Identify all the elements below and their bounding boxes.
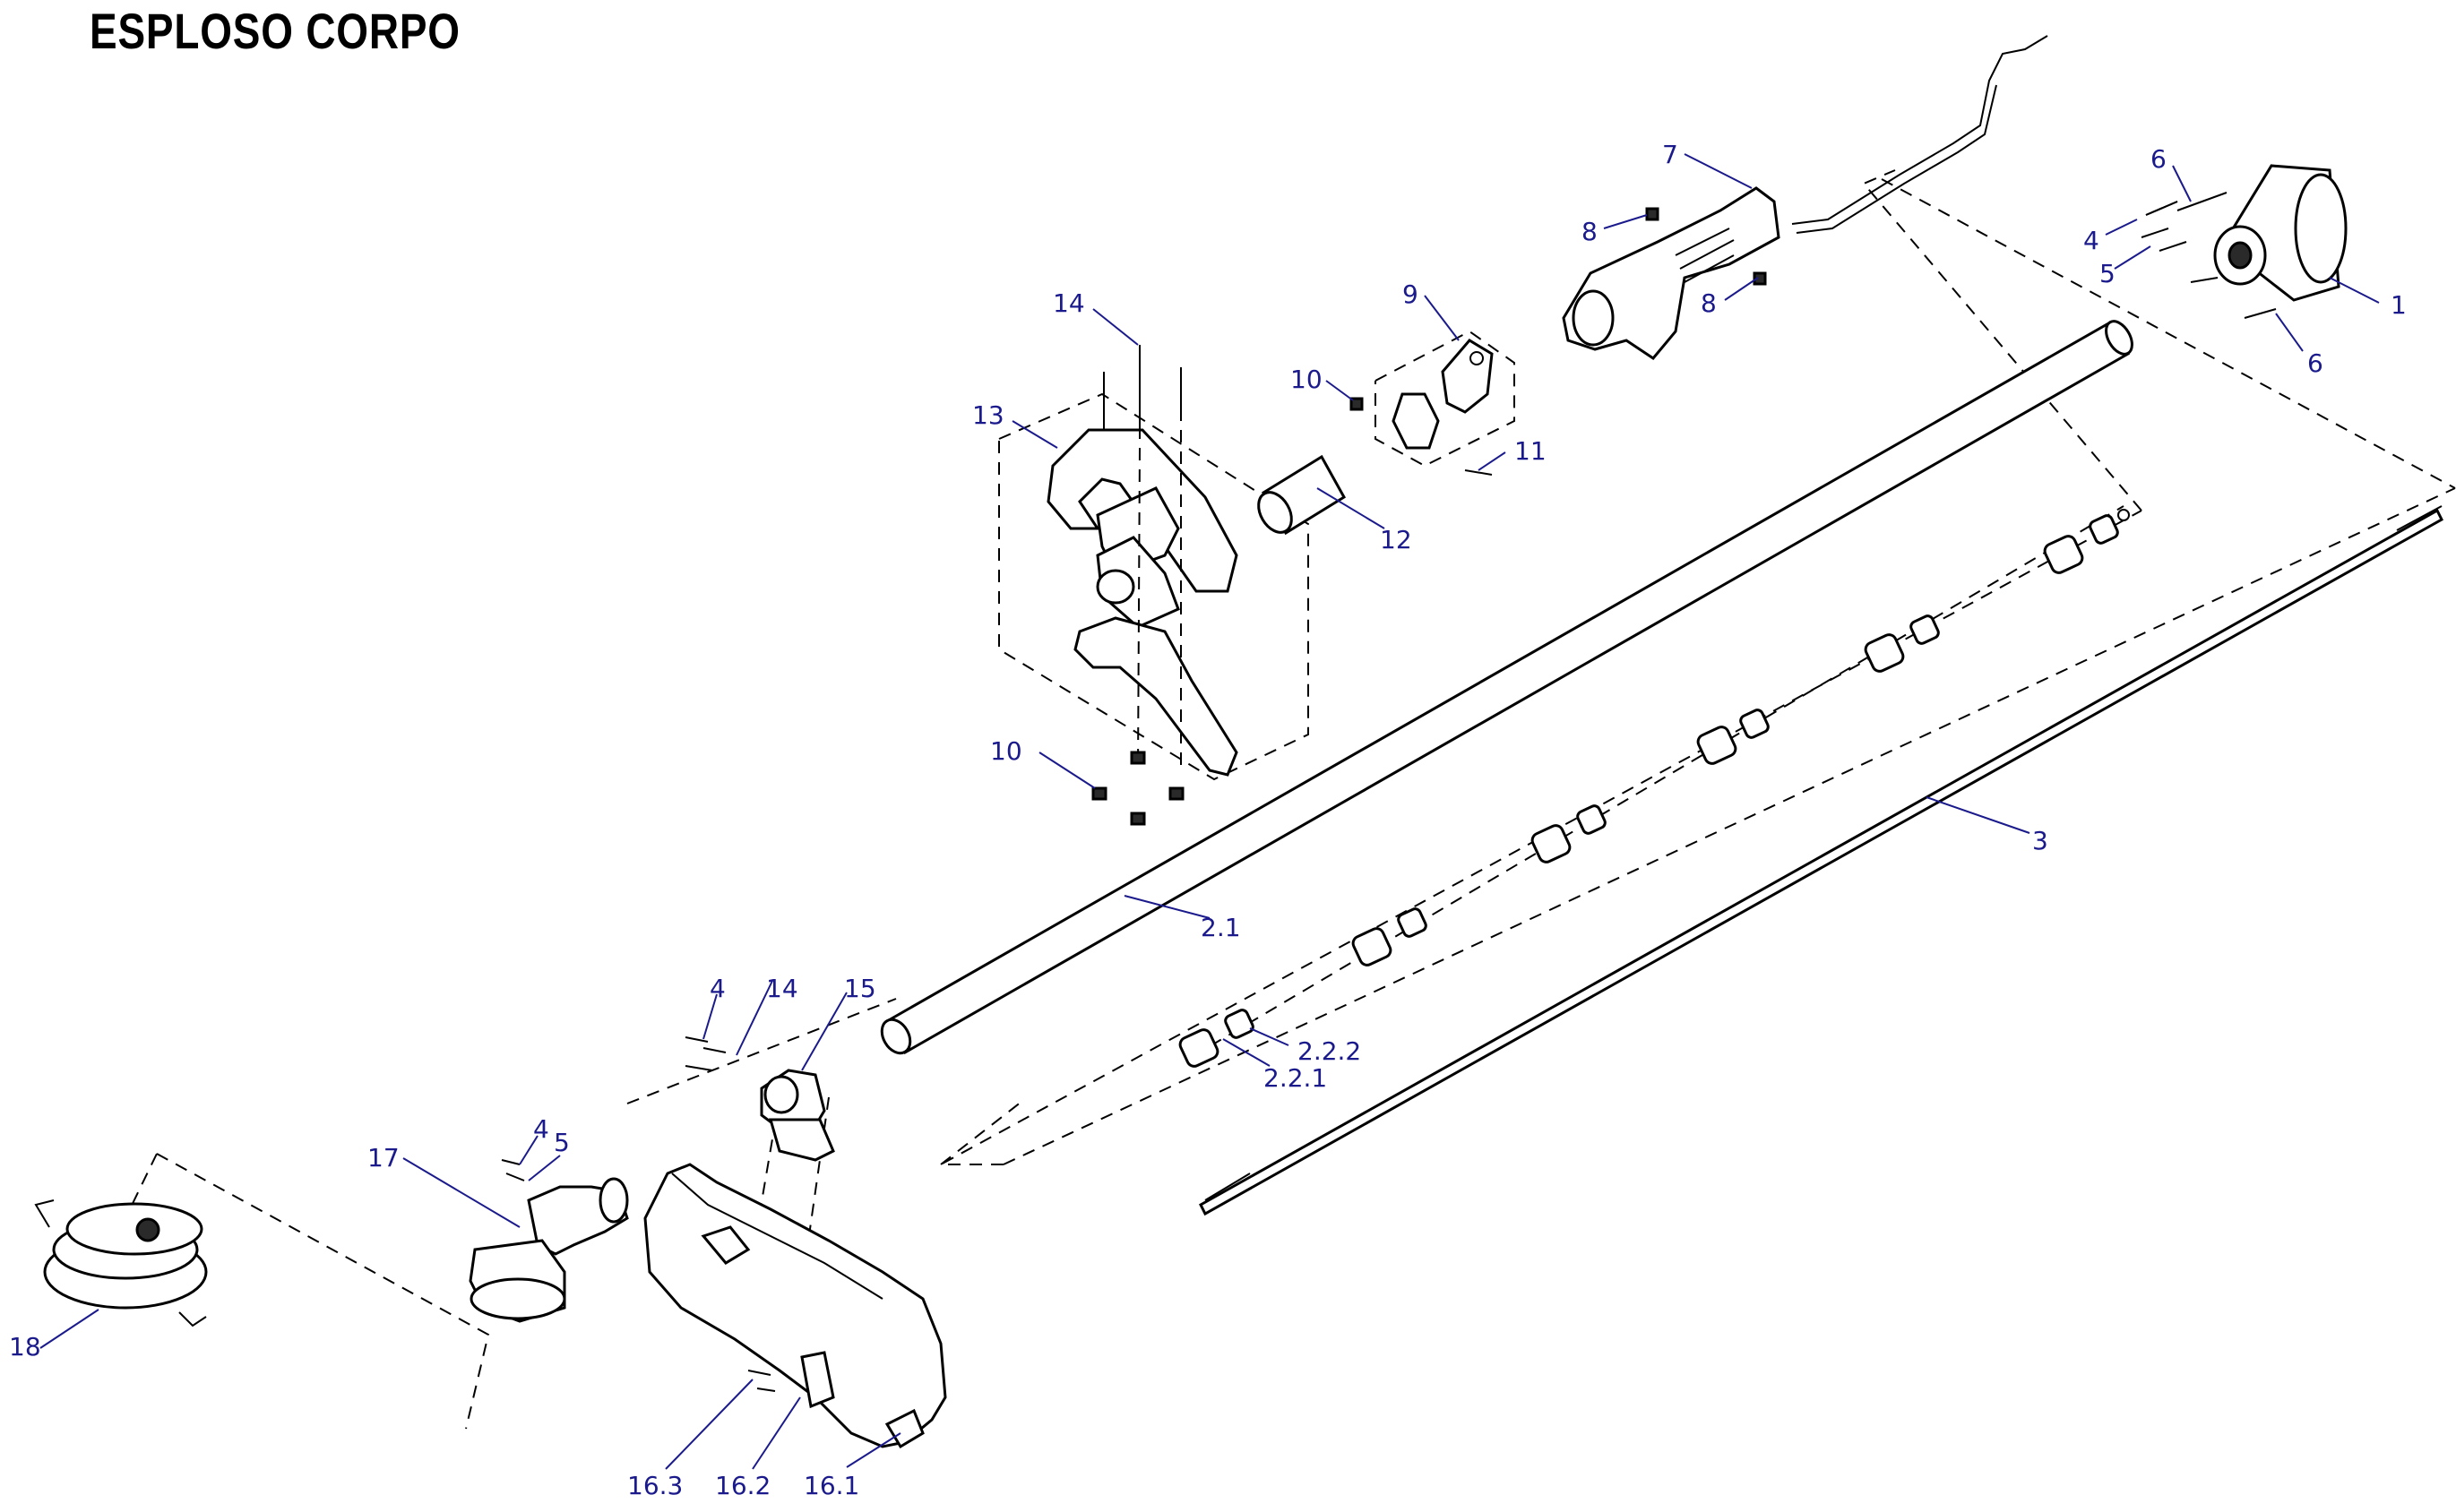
label-2-1: 2.1 [1201,913,1241,942]
leader-lines [39,153,2380,1470]
label-13: 13 [972,400,1004,430]
label-7: 7 [1662,140,1678,169]
bearing-4 [1696,709,1770,765]
label-17: 17 [367,1143,400,1173]
clamp-bracket [1392,339,1494,450]
label-9: 9 [1402,279,1418,309]
label-4-mid: 4 [710,974,726,1003]
label-8-left: 8 [1581,217,1598,246]
label-15: 15 [844,974,876,1003]
part-labels: 1 2.1 2.2.1 2.2.2 3 4 5 6 6 7 8 8 9 10 1… [9,140,2407,1500]
label-1: 1 [2391,290,2407,320]
grass-guard [643,1163,947,1449]
drive-shaft [1199,505,2443,1216]
clutch-screws [2141,192,2277,319]
bearing-6 [2043,514,2119,574]
label-16-1: 16.1 [804,1471,859,1500]
bearing-5 [1864,614,1940,673]
label-12: 12 [1380,525,1412,554]
trimmer-head [34,1199,208,1327]
label-14-bottom: 14 [766,974,798,1003]
tube-clamp [685,1036,835,1162]
bearing-2 [1351,907,1427,966]
label-2-2-1: 2.2.1 [1263,1063,1327,1093]
label-16-2: 16.2 [715,1471,771,1500]
loop-handle [1047,428,1238,777]
gear-head [469,1159,629,1323]
label-6-top: 6 [2150,144,2167,174]
label-8-right: 8 [1701,288,1717,318]
label-3: 3 [2032,826,2048,855]
bearing-1 [1178,1009,1254,1068]
label-5-low: 5 [554,1128,570,1157]
main-tube [880,320,2133,1055]
label-2-2-2: 2.2.2 [1297,1036,1361,1066]
bearing-3 [1530,804,1607,863]
clutch-housing [2213,164,2348,302]
page-title: ESPLOSO CORPO [90,3,461,59]
label-4-low: 4 [533,1114,549,1144]
label-14-top: 14 [1053,288,1085,318]
label-10-bottom: 10 [990,736,1022,766]
sleeve [1257,454,1347,536]
label-18: 18 [9,1332,41,1362]
label-5-top: 5 [2099,259,2116,288]
throttle-handle [1562,35,2048,360]
handle-screws [1091,207,1767,826]
label-16-3: 16.3 [627,1471,683,1500]
bearing-chain [1178,509,2130,1068]
label-6-bottom: 6 [2307,348,2323,378]
label-10-top: 10 [1290,365,1323,394]
label-4-top: 4 [2083,226,2099,255]
label-11: 11 [1514,436,1547,466]
